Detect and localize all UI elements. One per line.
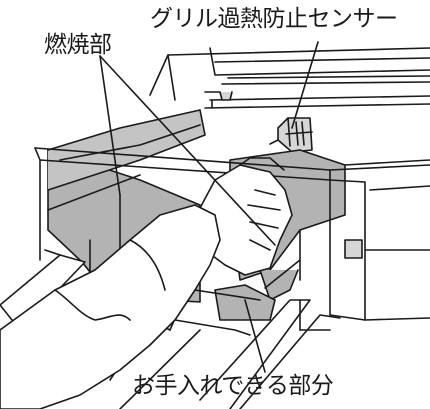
back-bracket xyxy=(204,91,233,109)
grill-back-wall xyxy=(149,47,430,109)
leader-burner-a xyxy=(99,55,121,196)
leader-burner-b xyxy=(99,55,276,246)
lower-rails xyxy=(119,299,341,409)
burner-label: 燃焼部 xyxy=(44,32,112,58)
leader-sensor xyxy=(291,41,319,129)
cleanable-area-label: お手入れできる部分 xyxy=(132,373,334,399)
sensor-label: グリル過熱防止センサー xyxy=(150,6,398,32)
leader-lines xyxy=(99,41,319,373)
hand-left xyxy=(0,204,261,409)
compartment-frame xyxy=(34,147,430,331)
leader-cleanable xyxy=(244,299,266,373)
